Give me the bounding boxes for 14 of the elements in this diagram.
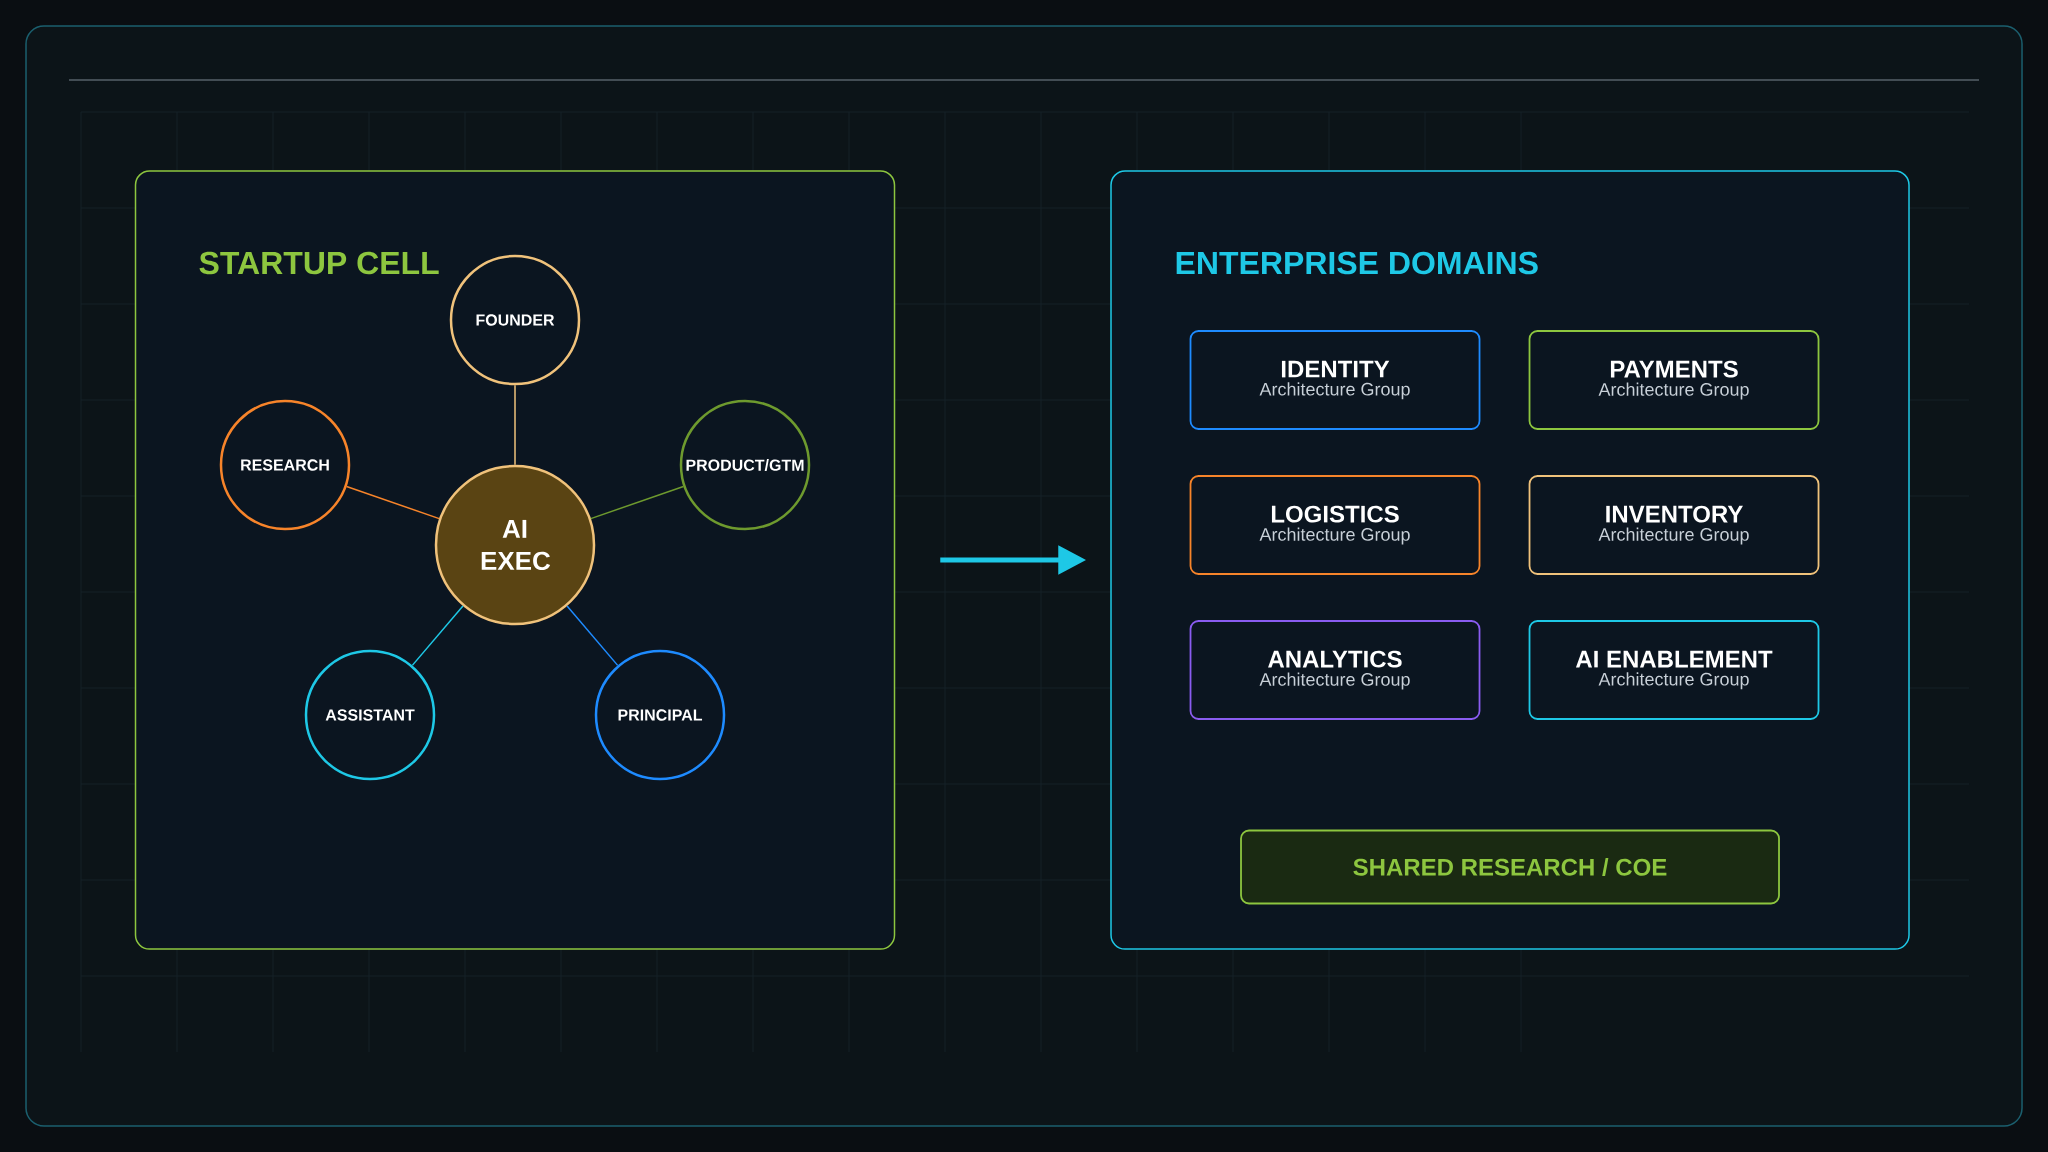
connector-line bbox=[566, 605, 619, 667]
connector-line bbox=[514, 384, 516, 466]
connector-line bbox=[345, 485, 440, 520]
domain-box: IDENTITY Architecture Group bbox=[1189, 330, 1481, 430]
banner-box: SHARED RESEARCH / COE bbox=[1240, 829, 1780, 905]
domain-box: LOGISTICS Architecture Group bbox=[1189, 475, 1481, 575]
domain-box: AI ENABLEMENT Architecture Group bbox=[1528, 620, 1820, 720]
panel-title: STARTUP CELL bbox=[199, 251, 439, 275]
domain-box: ANALYTICS Architecture Group bbox=[1189, 620, 1481, 720]
connector-line bbox=[590, 485, 685, 520]
panel-title: ENTERPRISE DOMAINS bbox=[1176, 251, 1538, 275]
connector-line bbox=[411, 605, 464, 667]
domain-box: INVENTORY Architecture Group bbox=[1528, 475, 1820, 575]
domain-box: PAYMENTS Architecture Group bbox=[1528, 330, 1820, 430]
